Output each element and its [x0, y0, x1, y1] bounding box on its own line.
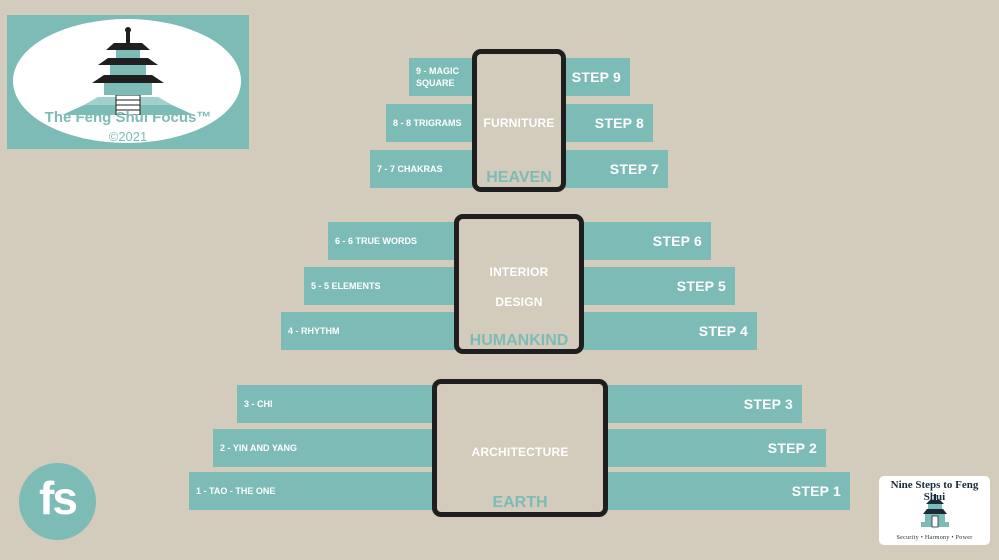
humankind-level-name: HUMANKIND [469, 332, 569, 349]
humankind-core-label-line1: INTERIOR [489, 265, 549, 279]
step-7-label: 7 - 7 CHAKRAS [370, 150, 479, 188]
humankind-core-label-line2: DESIGN [495, 295, 543, 309]
heaven-core-label: FURNITURE [483, 116, 555, 130]
step-8-button: STEP 8 [560, 104, 653, 142]
nine-steps-seal: Nine Steps to Feng Shui Security • Harmo… [879, 476, 990, 545]
step-4-button: STEP 4 [578, 312, 757, 350]
step-9-button: STEP 9 [560, 58, 630, 96]
earth-core-label: ARCHITECTURE [471, 445, 569, 459]
temple-icon [62, 27, 194, 115]
step-5-label: 5 - 5 ELEMENTS [304, 267, 460, 305]
logo-year: ©2021 [108, 129, 148, 144]
step-3-button: STEP 3 [602, 385, 802, 423]
heaven-level-name: HEAVEN [486, 169, 552, 186]
step-3-label: 3 - CHI [237, 385, 437, 423]
step-7-button: STEP 7 [560, 150, 668, 188]
heaven-core-box: FURNITURE HEAVEN [472, 49, 566, 192]
step-2-button: STEP 2 [602, 429, 826, 467]
step-1-label: 1 - TAO - THE ONE [189, 472, 437, 510]
step-2-label: 2 - YIN AND YANG [213, 429, 437, 467]
step-6-button: STEP 6 [578, 222, 711, 260]
humankind-core-box: INTERIOR DESIGN HUMANKIND [454, 214, 584, 354]
pagoda-icon [921, 494, 949, 528]
step-6-label: 6 - 6 TRUE WORDS [328, 222, 460, 260]
step-9-label: 9 - MAGIC SQUARE [409, 58, 479, 96]
fs-badge: fs [19, 463, 96, 540]
step-5-button: STEP 5 [578, 267, 735, 305]
fs-badge-text: fs [39, 472, 78, 524]
step-8-label: 8 - 8 TRIGRAMS [386, 104, 479, 142]
earth-core-box: ARCHITECTURE EARTH [432, 379, 608, 517]
step-1-button: STEP 1 [602, 472, 850, 510]
logo-title: The Feng Shui Focus™ [44, 109, 212, 126]
earth-level-name: EARTH [492, 494, 548, 511]
feng-shui-focus-logo: The Feng Shui Focus™ ©2021 [7, 15, 249, 149]
step-4-label: 4 - RHYTHM [281, 312, 460, 350]
seal-motto: Security • Harmony • Power [896, 535, 973, 541]
